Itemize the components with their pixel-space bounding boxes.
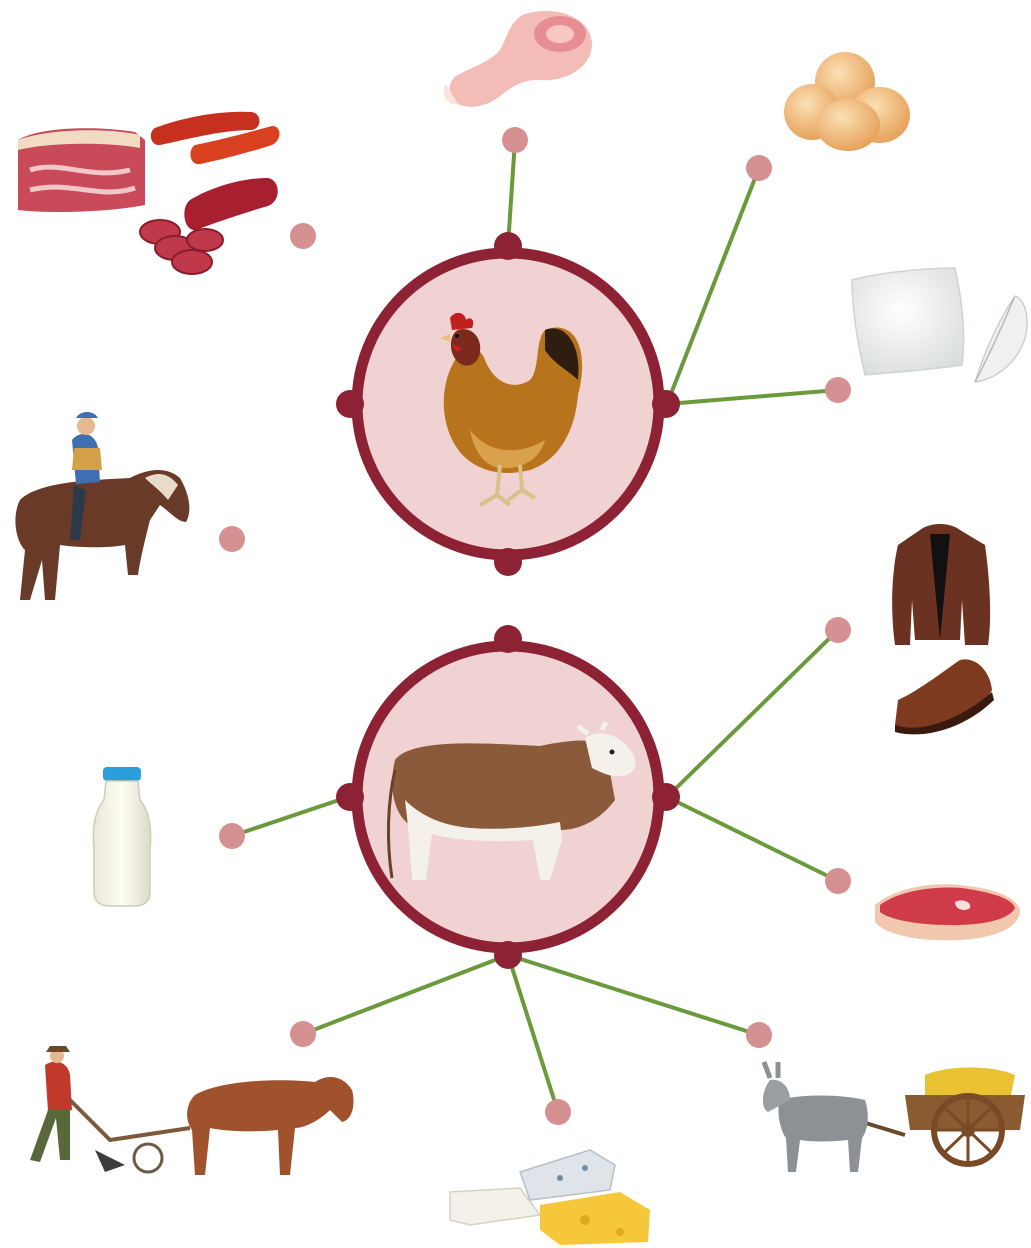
endpoint-dot [825, 377, 851, 403]
endpoint-dot [502, 127, 528, 153]
hen-hub-knob-left [336, 390, 364, 418]
cheese-icon [450, 1150, 650, 1245]
connector-cow-milk [232, 797, 348, 836]
cow-hub-knob-right [652, 783, 680, 811]
cow-hub-knob-top [494, 625, 522, 653]
milk-bottle-icon [93, 767, 150, 906]
horse-rider-icon [15, 412, 189, 600]
endpoint-dot [746, 155, 772, 181]
connector-cow-steak [667, 797, 838, 881]
pillow-feather-icon [852, 268, 1027, 382]
cow-hub [336, 625, 680, 969]
leather-goods-icon [892, 524, 994, 734]
cow-hub-knob-left [336, 783, 364, 811]
chicken-leg-icon [444, 11, 592, 107]
cow-hub-knob-bottom [494, 941, 522, 969]
connector-cow-leather [667, 630, 838, 797]
steak-icon [875, 884, 1020, 940]
endpoint-dot [219, 823, 245, 849]
connector-hen-eggs [667, 168, 759, 404]
hen-hub-knob-top [494, 232, 522, 260]
hen-hub [336, 232, 680, 576]
connector-hen-pillow [667, 390, 838, 404]
plough-icon [30, 1046, 354, 1175]
sausage-meat-icon [18, 112, 280, 274]
connector-hen-chicken-leg [508, 140, 515, 246]
eggs-icon [784, 52, 910, 151]
donkey-cart-icon [763, 1062, 1025, 1172]
connector-cow-cart [508, 955, 759, 1035]
endpoint-dot [545, 1099, 571, 1125]
hen-hub-knob-right [652, 390, 680, 418]
connector-cow-plough [303, 955, 508, 1034]
connector-cow-cheese [508, 955, 558, 1112]
endpoint-dot [290, 1021, 316, 1047]
endpoint-dot [290, 223, 316, 249]
hen-hub-knob-bottom [494, 548, 522, 576]
endpoint-dot [825, 868, 851, 894]
endpoint-dot [825, 617, 851, 643]
endpoint-dot [219, 526, 245, 552]
endpoint-dot [746, 1022, 772, 1048]
